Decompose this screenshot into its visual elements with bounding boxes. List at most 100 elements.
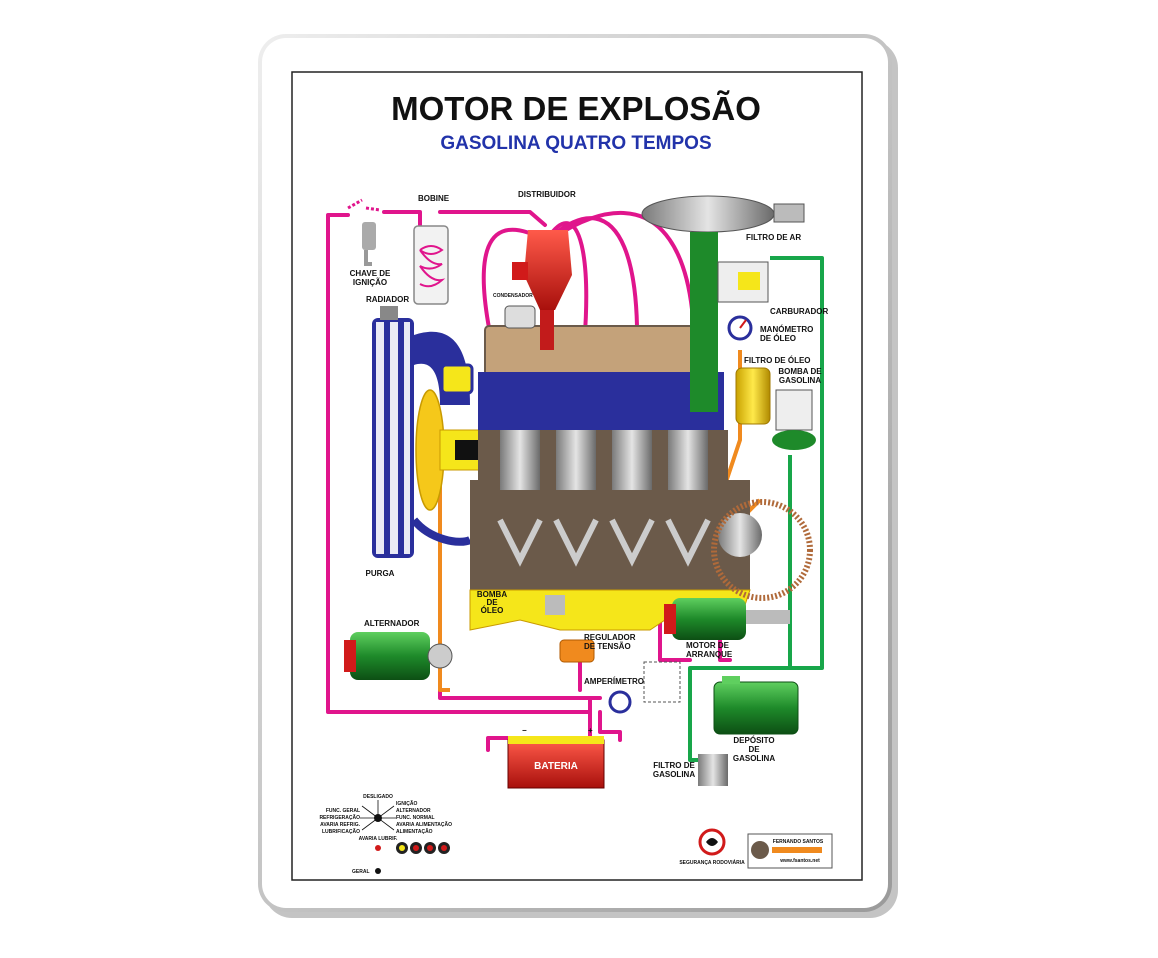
flywheel (711, 499, 813, 601)
intake-manifold (690, 232, 718, 412)
dial-desligado: DESLIGADO (363, 794, 393, 800)
dial-avaria-lubrif: AVARIA LUBRIF. (359, 836, 398, 842)
label-filtro-gas-1: FILTRO DE (653, 761, 695, 770)
label-purga: PURGA (366, 569, 395, 578)
battery-top (508, 736, 604, 744)
label-bomba-oleo-2: DE (486, 598, 498, 607)
oil-filler-cap (504, 305, 536, 329)
piston-2 (556, 430, 596, 490)
piston-4 (668, 430, 708, 490)
oil-pump (545, 595, 565, 615)
key-head (362, 222, 376, 250)
legend-dial: DESLIGADO IGNIÇÃO FUNC. GERAL ALTERNADOR… (319, 794, 452, 875)
float-bowl (738, 272, 760, 290)
fuel-line (688, 256, 824, 762)
coil-body (413, 225, 449, 305)
company-logo (751, 841, 769, 859)
company-name: FERNANDO SANTOS (773, 839, 824, 845)
lower-hose (410, 517, 472, 546)
battery-minus: − (522, 726, 527, 735)
branding: SEGURANÇA RODOVIÁRIA FERNANDO SANTOS www… (679, 828, 833, 869)
distributor-body (524, 230, 572, 310)
dial-avaria-alimentacao: AVARIA ALIMENTAÇÃO (396, 821, 452, 828)
label-bomba-gas-2: GASOLINA (779, 376, 821, 385)
label-carburador: CARBURADOR (770, 307, 828, 316)
safety-logo-mark (706, 838, 718, 846)
label-regulador-2: DE TENSÃO (584, 642, 631, 651)
label-filtro-ar: FILTRO DE AR (746, 233, 801, 242)
indicator-3-light (427, 845, 433, 851)
battery-plus: + (588, 726, 593, 735)
dial-geral: GERAL (352, 869, 370, 875)
starter-relay (643, 661, 681, 703)
dial-avaria-refrig: AVARIA REFRIG. (320, 822, 361, 828)
battery-pos-wire (598, 710, 622, 742)
distributor (512, 230, 572, 350)
dial-lubrificacao: LUBRIFICAÇÃO (322, 828, 360, 835)
poster-subtitle: GASOLINA QUATRO TEMPOS (440, 133, 711, 154)
label-filtro-gas-2: GASOLINA (653, 770, 695, 779)
geral-indicator (375, 868, 381, 874)
radiator (372, 306, 474, 558)
voltage-regulator (559, 639, 595, 663)
label-regulador-1: REGULADOR (584, 633, 636, 642)
coil-winding (419, 245, 446, 288)
alternator (344, 632, 453, 680)
label-chave-2: IGNIÇÃO (353, 278, 387, 287)
label-deposito-3: GASOLINA (733, 754, 775, 763)
fuel-tank-body (713, 681, 799, 735)
radiator-tube-3 (404, 322, 410, 554)
dial-ignicao: IGNIÇÃO (396, 800, 418, 807)
fuel-pump-body (775, 389, 813, 431)
poster-title: MOTOR DE EXPLOSÃO (391, 90, 761, 127)
air-filter-housing (641, 195, 775, 233)
thermostat (440, 363, 474, 395)
dial-refrigeracao: REFRIGERAÇÃO (319, 814, 360, 821)
starter-motor (664, 598, 790, 640)
ignition-key (362, 222, 376, 266)
label-bomba-oleo-3: ÓLEO (481, 606, 504, 615)
alternator-body (350, 632, 430, 680)
fuel-pump (772, 389, 816, 450)
fuel-filter (698, 754, 728, 786)
starter-drive (746, 610, 790, 624)
indicator-1-light (399, 845, 405, 851)
battery (507, 736, 605, 789)
label-motor-arranque-1: MOTOR DE (686, 641, 730, 650)
crank-pulley (718, 513, 762, 557)
starter-ground (718, 638, 732, 662)
logo-left-caption: SEGURANÇA RODOVIÁRIA (679, 859, 745, 866)
key-blade (364, 250, 372, 266)
label-bomba-gas-1: BOMBA DE (778, 367, 822, 376)
warning-light-red (375, 845, 381, 851)
condenser (512, 262, 528, 280)
ignition-switch-contact (347, 198, 381, 212)
label-amperimetro: AMPERÍMETRO (584, 677, 644, 686)
dial-alternador: ALTERNADOR (396, 808, 431, 814)
label-deposito-2: DE (748, 745, 760, 754)
label-bobine: BOBINE (418, 194, 450, 203)
battery-body (507, 739, 605, 789)
oil-filter (735, 367, 771, 425)
label-motor-arranque-2: ARRANQUE (686, 650, 733, 659)
dial-func-geral: FUNC. GERAL (326, 808, 360, 814)
valve-cover (484, 325, 716, 377)
piston-3 (612, 430, 652, 490)
main-wire (326, 213, 592, 714)
cylinder-head (478, 372, 724, 432)
gauge-needle (739, 319, 747, 329)
fuel-line-tank (688, 455, 792, 762)
radiator-cap (380, 306, 398, 320)
piston-1 (500, 430, 540, 490)
ignition-coil (413, 225, 449, 305)
dial-spokes (360, 800, 396, 831)
ignition-wiring (326, 210, 732, 752)
crankshaft (497, 518, 711, 567)
pump-hub (455, 440, 485, 460)
label-manometro-1: MANÓMETRO (760, 325, 813, 334)
company-banner (772, 847, 822, 853)
label-deposito-1: DEPÓSITO (733, 736, 774, 745)
wire-coil-dist (438, 210, 547, 227)
label-bomba-oleo-1: BOMBA (477, 590, 507, 599)
